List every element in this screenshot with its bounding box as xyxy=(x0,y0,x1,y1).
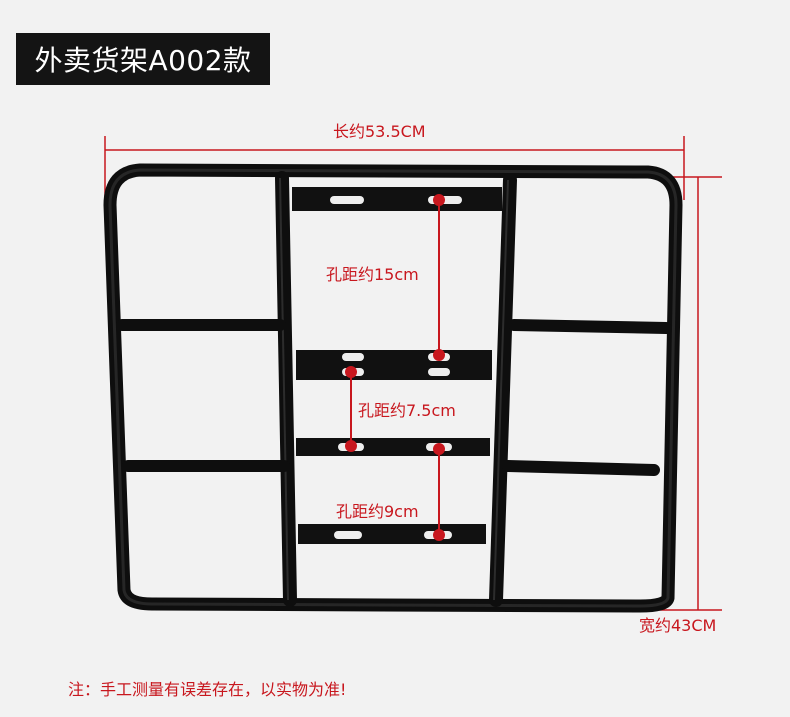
product-title-banner: 外卖货架A002款 xyxy=(16,33,270,85)
hole-spacing-label-2: 孔距约7.5cm xyxy=(358,401,456,420)
center-rails xyxy=(275,171,517,607)
length-dimension-line xyxy=(104,136,685,200)
hole-spacing-markers xyxy=(350,200,440,535)
hole-spacing-label-1: 孔距约15cm xyxy=(326,265,419,284)
side-cross-bars xyxy=(116,319,672,476)
mounting-plates xyxy=(292,187,502,544)
width-dimension-line xyxy=(650,176,722,611)
hole-spacing-label-3: 孔距约9cm xyxy=(336,502,419,521)
rack-frame xyxy=(103,163,683,613)
product-title: 外卖货架A002款 xyxy=(34,44,252,77)
measurement-note: 注：手工测量有误差存在，以实物为准! xyxy=(68,680,347,699)
width-label: 宽约43CM xyxy=(639,616,717,635)
length-label: 长约53.5CM xyxy=(333,122,426,141)
